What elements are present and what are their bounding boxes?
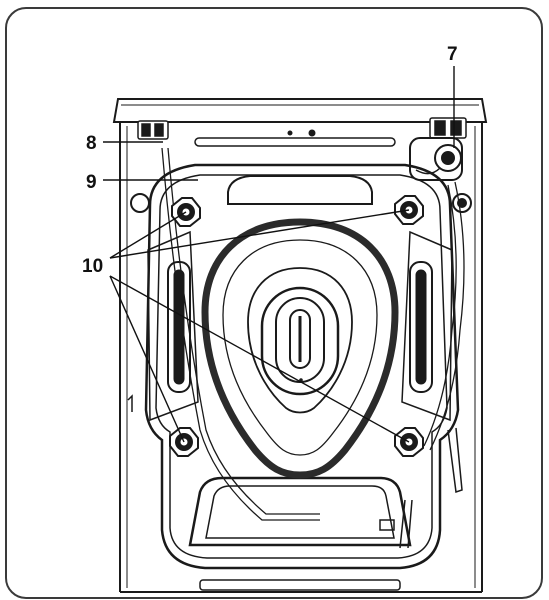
leader-10-b (109, 209, 410, 259)
central-hub (260, 286, 340, 396)
tub-back-plate (247, 267, 353, 414)
callout-10: 10 (82, 256, 103, 277)
tub-gasket-inner (213, 230, 387, 465)
bottom-grille (199, 579, 401, 591)
callout-8: 8 (86, 133, 97, 154)
outer-frame (5, 7, 543, 599)
side-ports (130, 193, 472, 213)
callout-9: 9 (86, 172, 97, 193)
machine-body (112, 98, 488, 593)
top-right-bracket (429, 117, 467, 139)
leader-10-c (109, 275, 185, 443)
drain-lines (379, 427, 463, 549)
bottom-trough (188, 476, 412, 547)
leader-10-a (109, 211, 187, 259)
callout-7: 7 (447, 44, 458, 65)
leader-10-d (109, 275, 410, 443)
top-arch (227, 175, 373, 205)
tub-gasket-outer (201, 218, 399, 479)
hoses (161, 147, 465, 521)
top-left-bracket (137, 120, 169, 140)
leader-lines (103, 66, 455, 443)
tub-frame (144, 163, 460, 570)
